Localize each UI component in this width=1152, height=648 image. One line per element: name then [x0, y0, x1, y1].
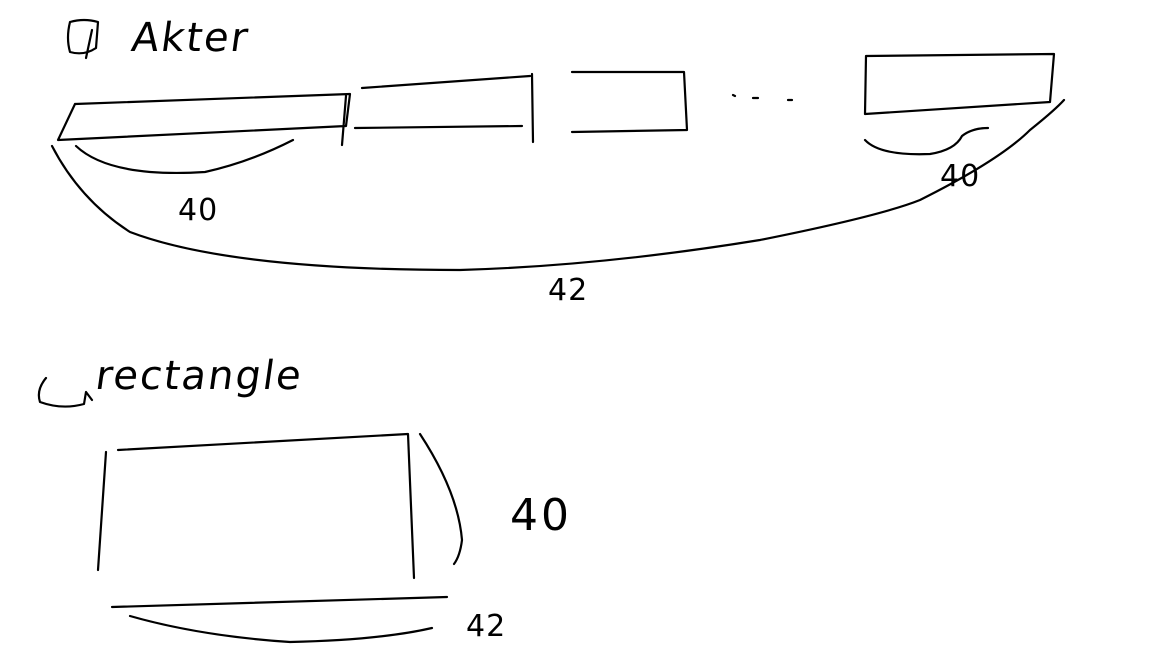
- width-underline: [110, 595, 449, 609]
- brace-width: [128, 614, 434, 644]
- heading-rectangle: rectangle: [92, 353, 307, 399]
- label-segment-width: 40: [178, 193, 219, 228]
- brace-segment-1: [74, 138, 295, 175]
- segment-1: [56, 92, 352, 147]
- bullet-box-2: [37, 376, 94, 408]
- segment-3: [570, 70, 689, 134]
- ellipsis-label: . . .: [728, 78, 765, 98]
- label-last-segment-width: 40: [940, 159, 981, 194]
- brace-height: [418, 432, 464, 566]
- heading-akter: Akter: [128, 15, 253, 61]
- brace-total: [50, 98, 1066, 272]
- rectangle-shape: [96, 432, 416, 580]
- label-rectangle-height: 40: [510, 490, 572, 541]
- label-rectangle-width: 42: [466, 609, 507, 644]
- segment-2: [353, 72, 535, 144]
- bullet-box-1: [66, 18, 100, 60]
- label-total-width: 42: [548, 273, 589, 308]
- brace-segment-last: [863, 126, 990, 156]
- segment-last: [863, 52, 1056, 116]
- ellipsis-dots: [731, 93, 794, 102]
